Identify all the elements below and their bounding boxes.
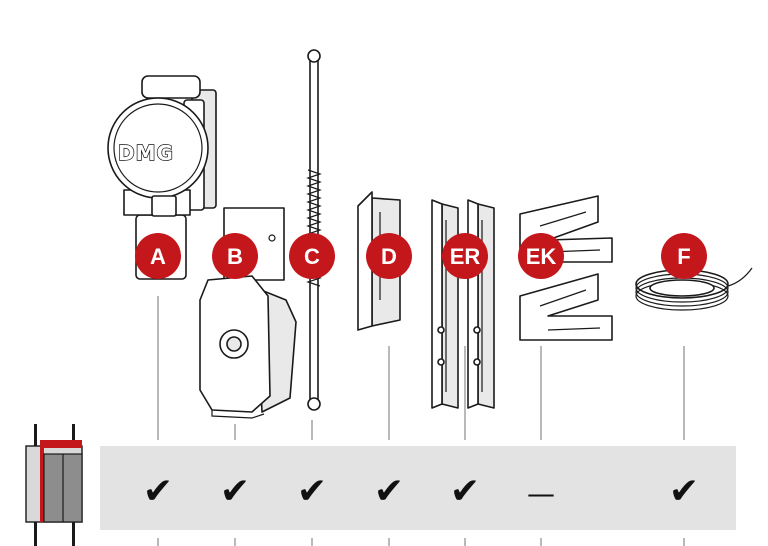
- badge-circle-ek: [518, 233, 564, 279]
- badge-circle-b: [212, 233, 258, 279]
- check-mark-f: ✔: [669, 471, 699, 512]
- part-c-spring-rod: [306, 49, 322, 411]
- part-er-rails: [431, 199, 495, 409]
- badge-label-c: C: [304, 244, 320, 269]
- check-mark-a: ✔: [143, 471, 173, 512]
- badge-circle-a: [135, 233, 181, 279]
- badge-label-f: F: [677, 244, 690, 269]
- badge-label-ek: EK: [526, 244, 557, 269]
- badge-label-b: B: [227, 244, 243, 269]
- badge-label-a: A: [150, 244, 166, 269]
- badge-circle-d: [366, 233, 412, 279]
- check-mark-er: ✔: [450, 471, 480, 512]
- availability-marks: ✔ ✔ ✔ ✔ ✔ — ✔: [143, 471, 699, 512]
- part-f-cable-coil: [635, 267, 753, 311]
- badge-circle-er: [442, 233, 488, 279]
- badge-label-d: D: [381, 244, 397, 269]
- part-b-bracket-unit: [199, 207, 297, 419]
- check-mark-d: ✔: [374, 471, 404, 512]
- badge-circle-f: [661, 233, 707, 279]
- dash-mark-ek: —: [527, 477, 555, 510]
- availability-band: [100, 446, 736, 530]
- check-mark-c: ✔: [297, 471, 327, 512]
- connector-lines: [157, 296, 685, 546]
- control-box-icon: [25, 424, 83, 546]
- badge-circle-c: [289, 233, 335, 279]
- part-badges: A B C D ER EK F: [135, 233, 707, 279]
- part-a-motor-drive: DMG: [107, 75, 217, 280]
- dmg-logo: DMG: [118, 141, 174, 165]
- badge-label-er: ER: [450, 244, 481, 269]
- check-mark-b: ✔: [220, 471, 250, 512]
